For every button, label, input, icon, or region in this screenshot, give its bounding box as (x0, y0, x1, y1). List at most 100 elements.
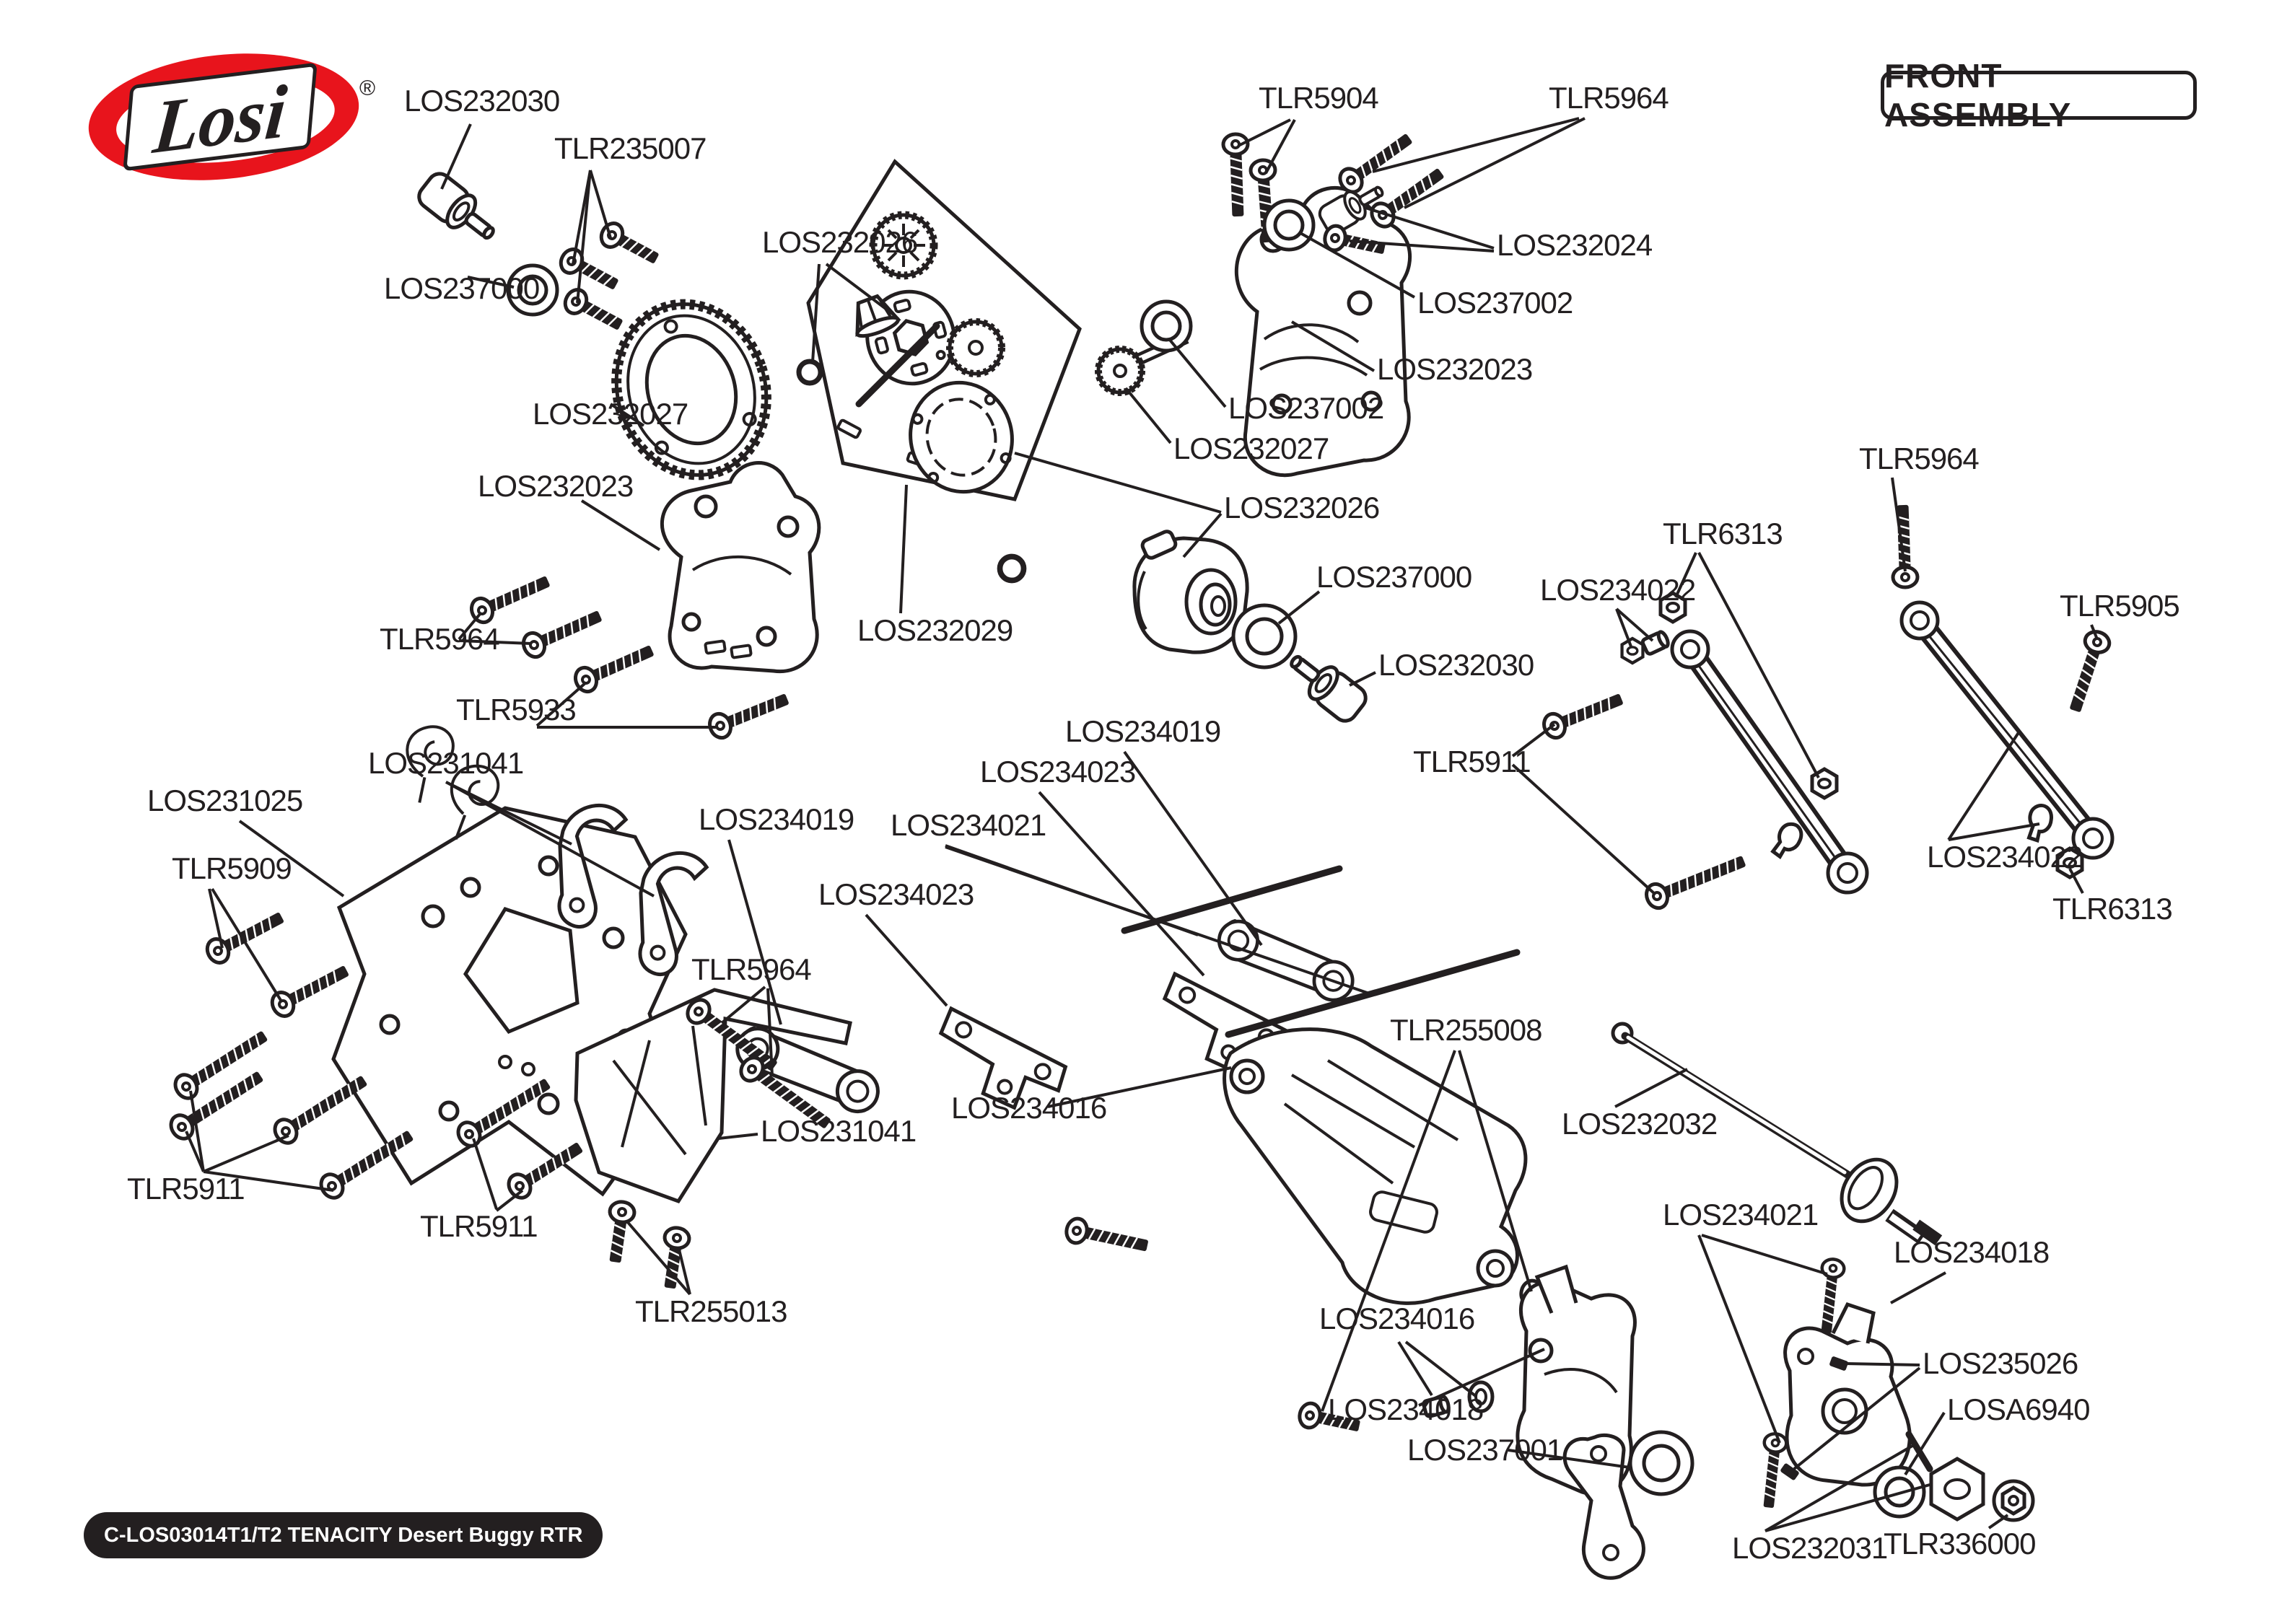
leader-line (472, 1138, 498, 1210)
leader-line (727, 839, 782, 1025)
part-label: LOS232023 (478, 469, 633, 503)
pivot-washer-drawing (1467, 1380, 1495, 1413)
leader-line (1321, 1050, 1456, 1412)
leader-line (1793, 1366, 1921, 1470)
wheel-nut-drawing (1994, 1481, 2033, 1520)
part-label: TLR5964 (380, 622, 499, 656)
leader-line (467, 276, 515, 289)
leader-line (238, 820, 345, 897)
part-label: LOS232029 (857, 613, 1013, 647)
gearbox-housing-rear-drawing (1234, 185, 1412, 478)
part-label: LOS232027 (1173, 431, 1329, 465)
leader-line (2068, 868, 2084, 894)
registered-mark: ® (359, 76, 375, 100)
leader-line (1349, 671, 1376, 687)
leader-line (1701, 1234, 1828, 1276)
leader-line (1124, 387, 1172, 444)
stub-axle-hex-drawing (1929, 1457, 1985, 1522)
leader-line (1014, 452, 1222, 514)
leader-line (1397, 1340, 1433, 1397)
diff-case-drawing (1132, 530, 1249, 654)
part-label: TLR255008 (1390, 1013, 1542, 1047)
part-label: LOS232023 (1377, 352, 1532, 386)
part-label: LOS237002 (1228, 391, 1383, 425)
leader-line (677, 1246, 691, 1295)
part-label: LOS232030 (1378, 648, 1534, 682)
leader-line (580, 499, 661, 551)
part-label: TLR6313 (1663, 517, 1783, 550)
leader-line (203, 1170, 334, 1192)
part-label: TLR5964 (691, 952, 811, 986)
part-label: LOS234019 (1065, 714, 1220, 748)
diff-internals-box (806, 159, 1082, 501)
leader-line (1418, 1348, 1545, 1407)
part-label: LOS237000 (1316, 560, 1471, 594)
leader-line (1511, 723, 1556, 758)
leader-line (1947, 730, 2021, 841)
part-label: TLR5964 (1859, 442, 1979, 475)
leader-line (1764, 1444, 1914, 1532)
leader-line (1891, 477, 1907, 572)
leader-line (535, 681, 587, 727)
leader-line (1615, 607, 1654, 642)
leader-line (1038, 791, 1205, 977)
leader-line (1298, 231, 1415, 299)
part-label: LOS234019 (699, 802, 854, 836)
leader-line (899, 484, 908, 614)
leader-line (576, 170, 592, 304)
diff-ring-gasket-drawing (909, 380, 1014, 494)
leader-line (1614, 1068, 1688, 1108)
part-label: LOS231041 (368, 746, 523, 780)
leader-line (445, 781, 655, 897)
bearing-drawing (1264, 201, 1313, 250)
leader-line (1948, 822, 2040, 841)
hinge-pin-drawing (1225, 949, 1521, 1038)
leader-line (2090, 624, 2099, 640)
cvd-axle-drawing (1611, 1022, 1943, 1246)
bearing-drawing (1142, 302, 1191, 351)
part-label: LOS234021 (891, 808, 1046, 842)
part-label: TLR5964 (1549, 81, 1669, 115)
leader-line (1349, 240, 1495, 253)
part-label: TLR336000 (1884, 1527, 2036, 1561)
part-label: TLR5911 (1413, 745, 1531, 778)
leader-line (1290, 320, 1376, 372)
part-label: TLR5911 (127, 1172, 245, 1206)
leader-line (1047, 1066, 1232, 1108)
front-bumper-drawing (574, 988, 852, 1204)
leader-line (1511, 763, 1657, 896)
part-label: LOS237002 (1417, 286, 1573, 320)
part-label: LOS231041 (761, 1114, 916, 1148)
part-label: LOS235026 (1923, 1346, 2078, 1380)
leader-line (203, 1134, 289, 1173)
leader-line (1123, 750, 1263, 947)
leader-line (1987, 1514, 2009, 1529)
part-label: TLR5905 (2060, 589, 2179, 623)
leader-line (609, 403, 645, 427)
part-label: TLR255013 (635, 1294, 787, 1328)
leader-line (945, 846, 1372, 996)
leader-line (718, 1133, 758, 1140)
part-label: LOS232031 (1732, 1531, 1887, 1565)
leader-line (589, 170, 612, 239)
part-label: LOSA6940 (1947, 1392, 2090, 1426)
leader-line (1697, 1234, 1781, 1444)
leader-line (211, 887, 283, 1003)
footer-badge: C-LOS03014T1/T2 TENACITY Desert Buggy RT… (84, 1512, 603, 1558)
leader-line (1404, 1340, 1478, 1398)
part-label: LOS232032 (1562, 1107, 1717, 1141)
part-label: TLR5909 (172, 851, 292, 885)
leader-line (811, 263, 821, 363)
leader-line (189, 1090, 205, 1172)
part-label: LOS232027 (533, 397, 688, 431)
leader-line (1844, 1362, 1920, 1366)
part-label: LOS234023 (818, 877, 974, 911)
part-label: LOS234022 (1927, 840, 2082, 874)
part-label: TLR5904 (1259, 81, 1378, 115)
leader-line (1890, 1271, 1946, 1304)
part-drawings (167, 128, 2115, 1580)
part-label: LOS232026 (762, 225, 917, 259)
steering-arm-drawing (1562, 1433, 1645, 1580)
